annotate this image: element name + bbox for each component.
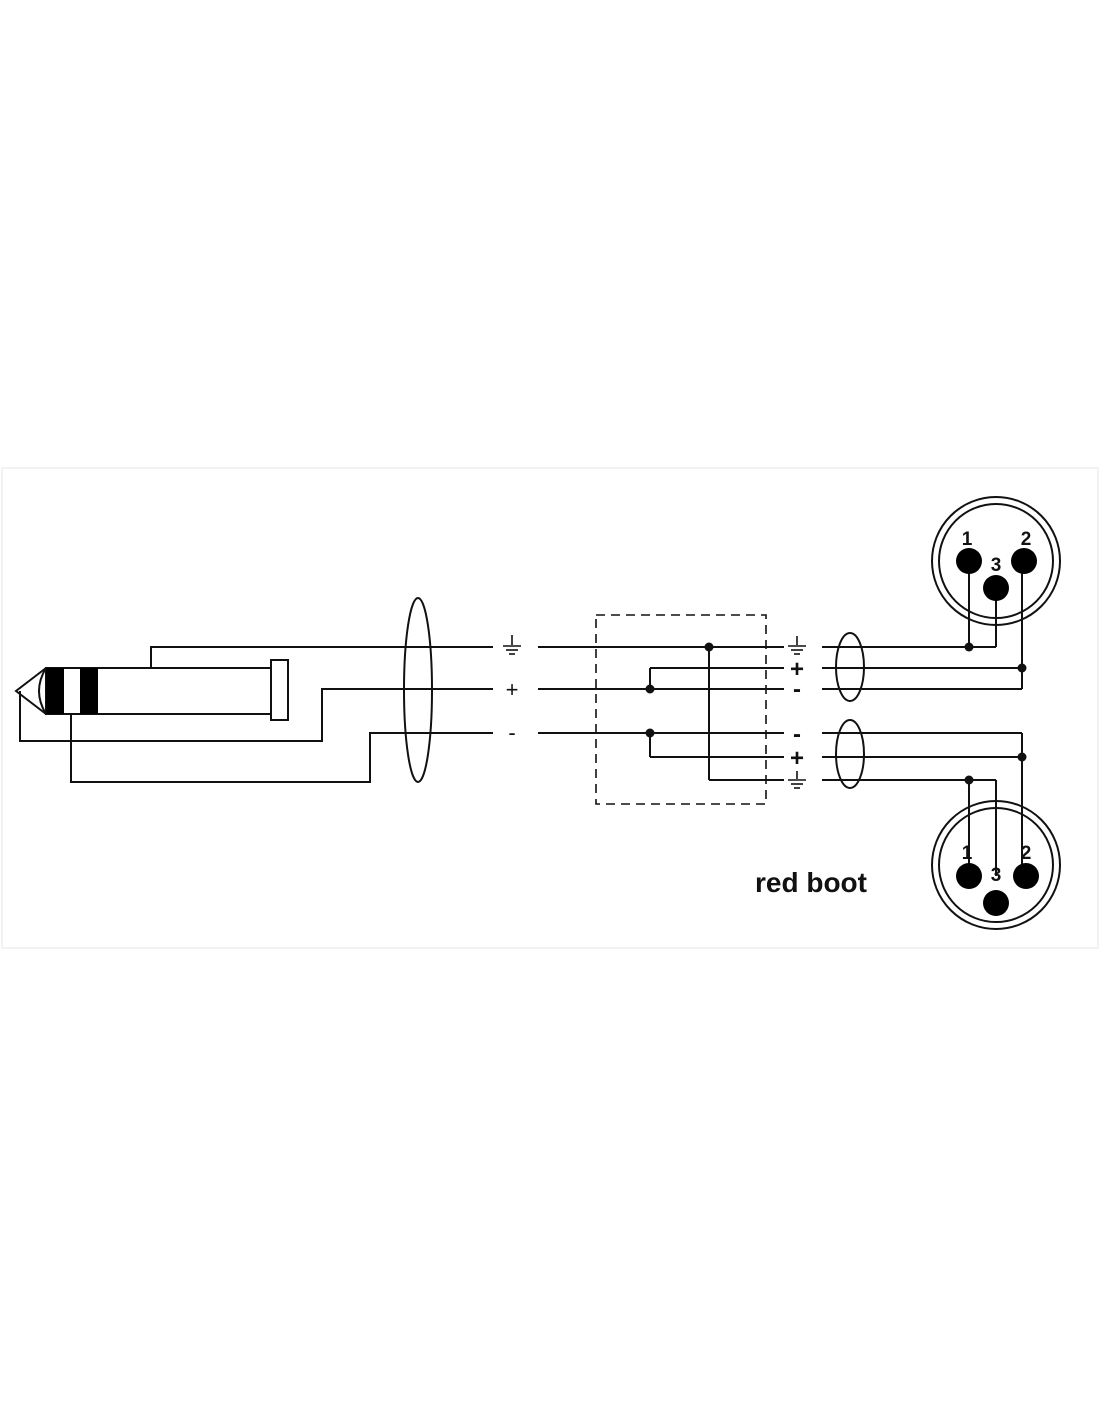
ground-symbol-bottom	[788, 771, 806, 789]
xlr-connector-bottom: 1 2 3	[931, 733, 1061, 930]
ground-symbol-top	[788, 636, 806, 655]
diagram-panel	[1, 467, 1099, 949]
xlr-bottom-pin-3-label: 3	[991, 865, 1002, 886]
splitter-bottom-minus: -	[793, 721, 801, 748]
jack-ring-black-1	[46, 668, 64, 714]
output-cables	[822, 632, 1022, 789]
xlr-bottom-pin-1	[956, 863, 982, 889]
junction-ground	[704, 642, 714, 652]
jack-body	[45, 667, 272, 715]
xlr-top-pin-1-label: 1	[962, 529, 973, 550]
xlr-bottom-pin-2	[1013, 863, 1039, 889]
wire-ring	[70, 714, 493, 783]
cable-shield-bottom	[835, 719, 865, 789]
splitter-box	[538, 614, 784, 805]
ground-symbol-left	[503, 635, 521, 655]
jack-tip	[14, 667, 47, 715]
xlr-top-pin-1	[956, 548, 982, 574]
left-minus-label: -	[508, 720, 515, 745]
xlr-top-pin-3-label: 3	[991, 555, 1002, 576]
red-boot-caption: red boot	[755, 867, 867, 898]
xlr-bottom-pin-1-label: 1	[962, 843, 973, 864]
xlr-top-pin-2-label: 2	[1021, 529, 1032, 550]
splitter-labels: + - - +	[788, 636, 806, 789]
jack-wiring	[19, 597, 493, 783]
cable-shield-top	[835, 632, 865, 702]
xlr-top-pin-2	[1011, 548, 1037, 574]
splitter-dashed-outline	[595, 614, 767, 805]
wire-sleeve	[150, 646, 493, 668]
xlr-bottom-pin-2-label: 2	[1021, 843, 1032, 864]
left-plus-label: +	[506, 677, 519, 702]
junction-plus	[645, 684, 655, 694]
splitter-top-minus: -	[793, 676, 801, 703]
xlr-connector-top: 1 2 3	[931, 496, 1061, 689]
xlr-bottom-pin-3	[983, 890, 1009, 916]
xlr-top-pin-3	[983, 575, 1009, 601]
splitter-top-plus: +	[790, 656, 804, 683]
jack-ring-black-2	[80, 668, 98, 714]
jack-collar	[270, 659, 289, 721]
splitter-bottom-plus: +	[790, 745, 804, 772]
trs-jack-plug	[14, 659, 289, 721]
junction-minus	[645, 728, 655, 738]
wire-tip	[19, 688, 493, 742]
left-labels: + -	[503, 635, 521, 745]
jack-tip-inner	[38, 667, 47, 715]
cable-shield-left	[403, 597, 433, 783]
